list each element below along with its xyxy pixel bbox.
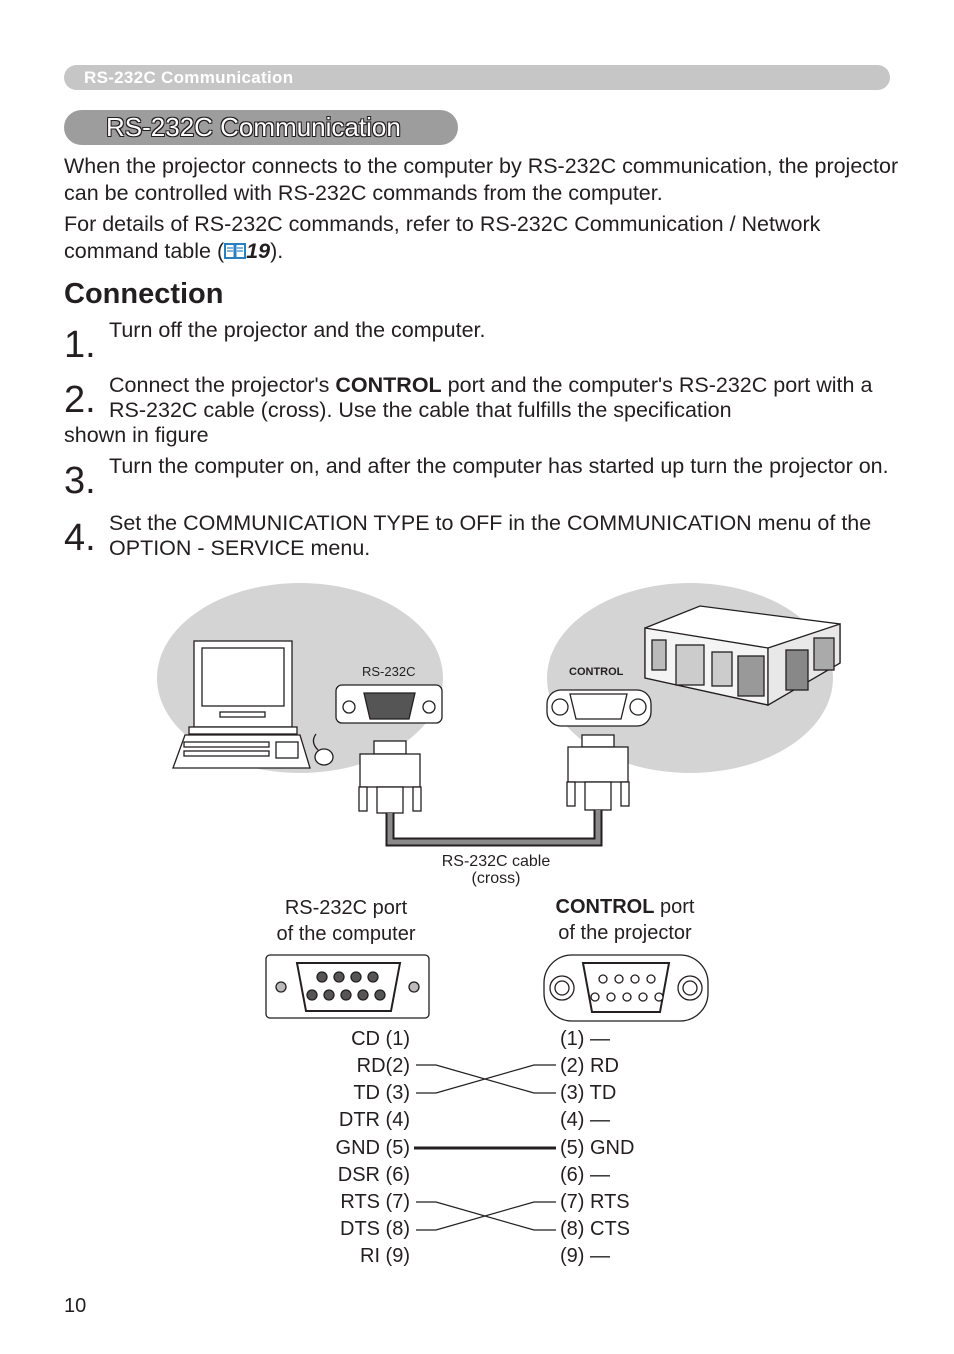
computer-port-caption-line2: of the computer bbox=[276, 923, 416, 945]
left-pin: CD (1) bbox=[351, 1028, 410, 1050]
right-pin: (6) — bbox=[560, 1164, 610, 1186]
left-pin: RTS (7) bbox=[340, 1191, 410, 1213]
cable-plug-right bbox=[566, 734, 630, 811]
right-pin: (2) RD bbox=[560, 1055, 619, 1077]
rs232c-port-label: RS-232C bbox=[362, 664, 416, 679]
step-2-number: 2. bbox=[64, 379, 96, 421]
projector-port-caption: CONTROL port of the projector bbox=[525, 894, 725, 946]
projector-port-caption-line2: of the projector bbox=[558, 922, 692, 944]
left-pin: GND (5) bbox=[335, 1137, 410, 1159]
left-pin: TD (3) bbox=[353, 1082, 410, 1104]
intro-paragraph-2: For details of RS-232C commands, refer t… bbox=[64, 211, 904, 265]
section-title-pill: RS-232C Communication bbox=[64, 110, 458, 145]
wiring-lines bbox=[414, 1064, 556, 1231]
page-number: 10 bbox=[64, 1295, 87, 1317]
computer-db9-connector bbox=[335, 684, 443, 724]
cable-label: RS-232C cable (cross) bbox=[396, 853, 596, 887]
projector-port-large bbox=[543, 954, 709, 1022]
book-reference-icon bbox=[224, 243, 247, 259]
right-pin: (3) TD bbox=[560, 1082, 617, 1104]
projector-port-caption-bold: CONTROL bbox=[555, 896, 655, 918]
left-pin: DTS (8) bbox=[340, 1218, 410, 1240]
cable-label-line1: RS-232C cable bbox=[441, 853, 551, 870]
intro-p2-end: ). bbox=[270, 239, 284, 263]
computer-port-caption-line1: RS-232C port bbox=[284, 897, 408, 919]
projector-port-caption-line1: CONTROL port bbox=[525, 894, 725, 920]
step-1-text: Turn off the projector and the computer. bbox=[109, 318, 486, 342]
cable-label-line2: (cross) bbox=[471, 870, 521, 887]
right-pin: (4) — bbox=[560, 1109, 610, 1131]
intro-p2-text: For details of RS-232C commands, refer t… bbox=[64, 212, 821, 263]
step-4-number: 4. bbox=[64, 517, 96, 559]
right-pin: (9) — bbox=[560, 1245, 610, 1267]
step-3-text: Turn the computer on, and after the comp… bbox=[109, 454, 889, 478]
step-2-text-b: port and the computer's RS-232C port wit… bbox=[109, 373, 873, 422]
projector-db9-connector bbox=[546, 689, 652, 727]
projector-icon bbox=[644, 605, 841, 707]
control-port-label: CONTROL bbox=[569, 666, 624, 678]
right-pin: (5) GND bbox=[560, 1137, 635, 1159]
right-pin: (7) RTS bbox=[560, 1191, 630, 1213]
computer-icon bbox=[172, 640, 334, 769]
step-2-text-a: Connect the projector's bbox=[109, 373, 336, 397]
step-4-text: Set the COMMUNICATION TYPE to OFF in the… bbox=[109, 511, 872, 560]
projector-port-caption-rest: port bbox=[654, 896, 695, 918]
step-1-number: 1. bbox=[64, 324, 96, 366]
rs232c-cable bbox=[385, 810, 603, 847]
section-title: RS-232C Communication bbox=[106, 112, 401, 142]
cable-plug-left bbox=[358, 740, 422, 814]
left-pin: RD(2) bbox=[356, 1055, 410, 1077]
intro-paragraph-1: When the projector connects to the compu… bbox=[64, 154, 899, 205]
connection-heading: Connection bbox=[64, 278, 224, 310]
step-2-continuation: shown in figure bbox=[64, 423, 209, 447]
page-reference[interactable]: 19 bbox=[246, 239, 271, 263]
step-2-text: Connect the projector's CONTROL port and… bbox=[109, 373, 899, 423]
header-label: RS-232C Communication bbox=[84, 68, 294, 87]
left-pin: DTR (4) bbox=[338, 1109, 410, 1131]
computer-port-caption: RS-232C port of the computer bbox=[246, 895, 446, 947]
right-pin: (1) — bbox=[560, 1028, 610, 1050]
left-pin: DSR (6) bbox=[337, 1164, 410, 1186]
computer-port-large bbox=[265, 954, 430, 1019]
left-pin: RI (9) bbox=[360, 1245, 410, 1267]
step-3-number: 3. bbox=[64, 460, 96, 502]
step-2-bold: CONTROL bbox=[335, 373, 442, 397]
right-pin: (8) CTS bbox=[560, 1218, 630, 1240]
header-bar: RS-232C Communication bbox=[64, 65, 890, 90]
